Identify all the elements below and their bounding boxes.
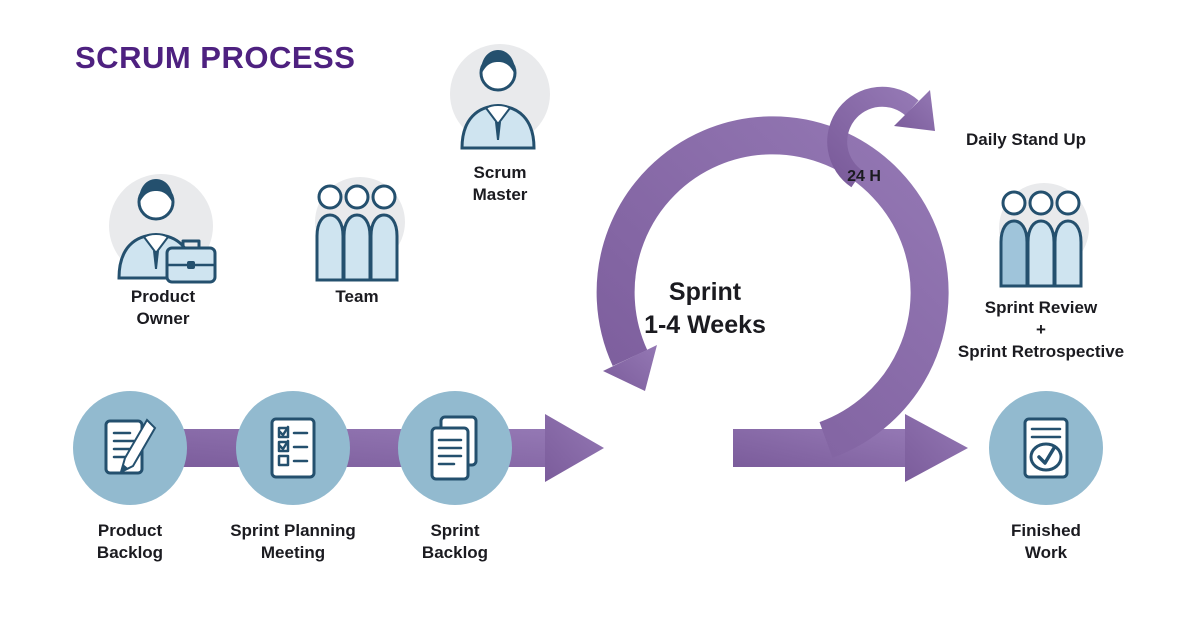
label-line: Master bbox=[472, 184, 528, 204]
label-line: Daily Stand Up bbox=[966, 130, 1086, 149]
label-line: Product bbox=[97, 521, 163, 540]
daily-standup-label: Daily Stand Up bbox=[966, 129, 1086, 151]
label-line: Sprint bbox=[430, 521, 480, 540]
product-backlog-label: Product Backlog bbox=[97, 520, 163, 564]
label-line: 24 H bbox=[847, 168, 881, 185]
team-label: Team bbox=[335, 286, 378, 308]
page-title: SCRUM PROCESS bbox=[75, 40, 356, 75]
sprint-planning-label: Sprint Planning Meeting bbox=[230, 520, 356, 564]
label-line: Backlog bbox=[96, 542, 164, 562]
label-line: Backlog bbox=[421, 542, 489, 562]
label-line: Sprint bbox=[668, 278, 742, 306]
daily-cycle-label: 24 H bbox=[847, 167, 881, 187]
product-owner-person-icon bbox=[109, 174, 217, 284]
people-group-icon bbox=[999, 183, 1089, 288]
sprint-review-label: Sprint Review + Sprint Retrospective bbox=[958, 297, 1124, 362]
finished-work-label: Finished Work bbox=[1011, 520, 1081, 564]
sprint-backlog-label: Sprint Backlog bbox=[422, 520, 488, 564]
label-line: Work bbox=[1024, 542, 1068, 562]
label-line: Team bbox=[335, 287, 379, 306]
team-people-icon bbox=[315, 177, 405, 282]
label-line: Sprint Review bbox=[984, 298, 1098, 317]
scrum-master-label: Scrum Master bbox=[473, 162, 528, 206]
label-line: 1-4 Weeks bbox=[644, 310, 766, 339]
document-check-icon bbox=[989, 391, 1103, 505]
scrum-master-person-icon bbox=[450, 44, 550, 150]
label-line: Product bbox=[130, 287, 196, 306]
sprint-duration-label: Sprint 1-4 Weeks bbox=[644, 276, 766, 341]
daily-loop-arrow bbox=[827, 86, 935, 188]
product-owner-label: Product Owner bbox=[131, 286, 195, 330]
label-line: Sprint Retrospective bbox=[957, 341, 1125, 361]
label-line: Finished bbox=[1011, 521, 1081, 540]
flow-arrow-output bbox=[733, 414, 968, 482]
label-line: Owner bbox=[136, 308, 190, 328]
label-line: Scrum bbox=[473, 163, 527, 182]
documents-stack-icon bbox=[398, 391, 512, 505]
label-line: Sprint Planning bbox=[230, 521, 356, 540]
label-line: + bbox=[1036, 319, 1046, 339]
flow-arrow-input bbox=[130, 414, 604, 482]
label-line: Meeting bbox=[260, 542, 326, 562]
document-pencil-icon bbox=[73, 391, 187, 505]
checklist-icon bbox=[236, 391, 350, 505]
